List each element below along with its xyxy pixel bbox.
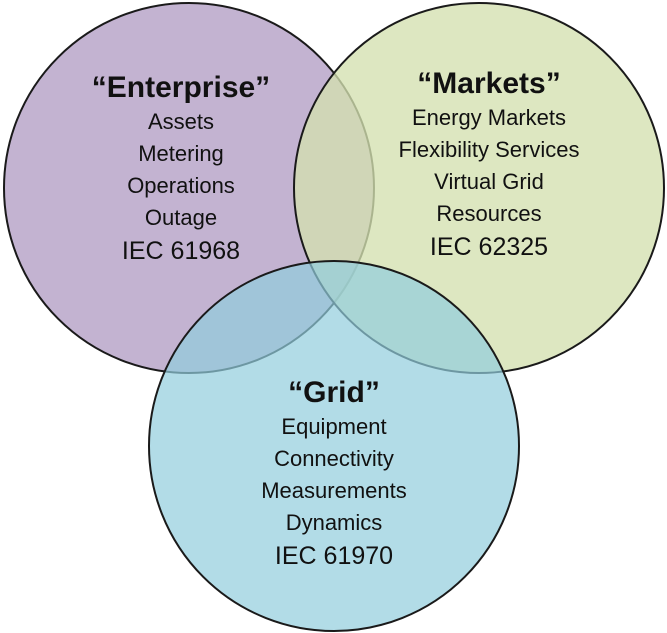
enterprise-item-outage: Outage [144, 205, 218, 230]
markets-item-flexibility-services: Flexibility Services [398, 137, 580, 162]
markets-title: “Markets” [417, 67, 561, 100]
grid-title: “Grid” [288, 376, 380, 409]
grid-standard: IEC 61970 [274, 542, 394, 570]
grid-item-dynamics: Dynamics [285, 510, 383, 535]
markets-label-group: “Markets” Energy Markets Flexibility Ser… [369, 66, 609, 264]
markets-item-energy-markets: Energy Markets [411, 105, 567, 130]
grid-item-connectivity: Connectivity [274, 446, 394, 471]
enterprise-item-operations: Operations [127, 173, 235, 198]
enterprise-item-assets: Assets [147, 109, 215, 134]
markets-standard: IEC 62325 [429, 233, 549, 261]
grid-item-measurements: Measurements [261, 478, 407, 503]
grid-item-equipment: Equipment [281, 414, 387, 439]
markets-item-virtual-grid: Virtual Grid [434, 169, 544, 194]
grid-circle [148, 260, 520, 632]
enterprise-title: “Enterprise” [91, 71, 271, 104]
enterprise-label-group: “Enterprise” Assets Metering Operations … [81, 70, 281, 268]
grid-label-group: “Grid” Equipment Connectivity Measuremen… [222, 375, 446, 573]
markets-item-resources: Resources [436, 201, 542, 226]
enterprise-standard: IEC 61968 [121, 237, 241, 265]
enterprise-item-metering: Metering [138, 141, 224, 166]
